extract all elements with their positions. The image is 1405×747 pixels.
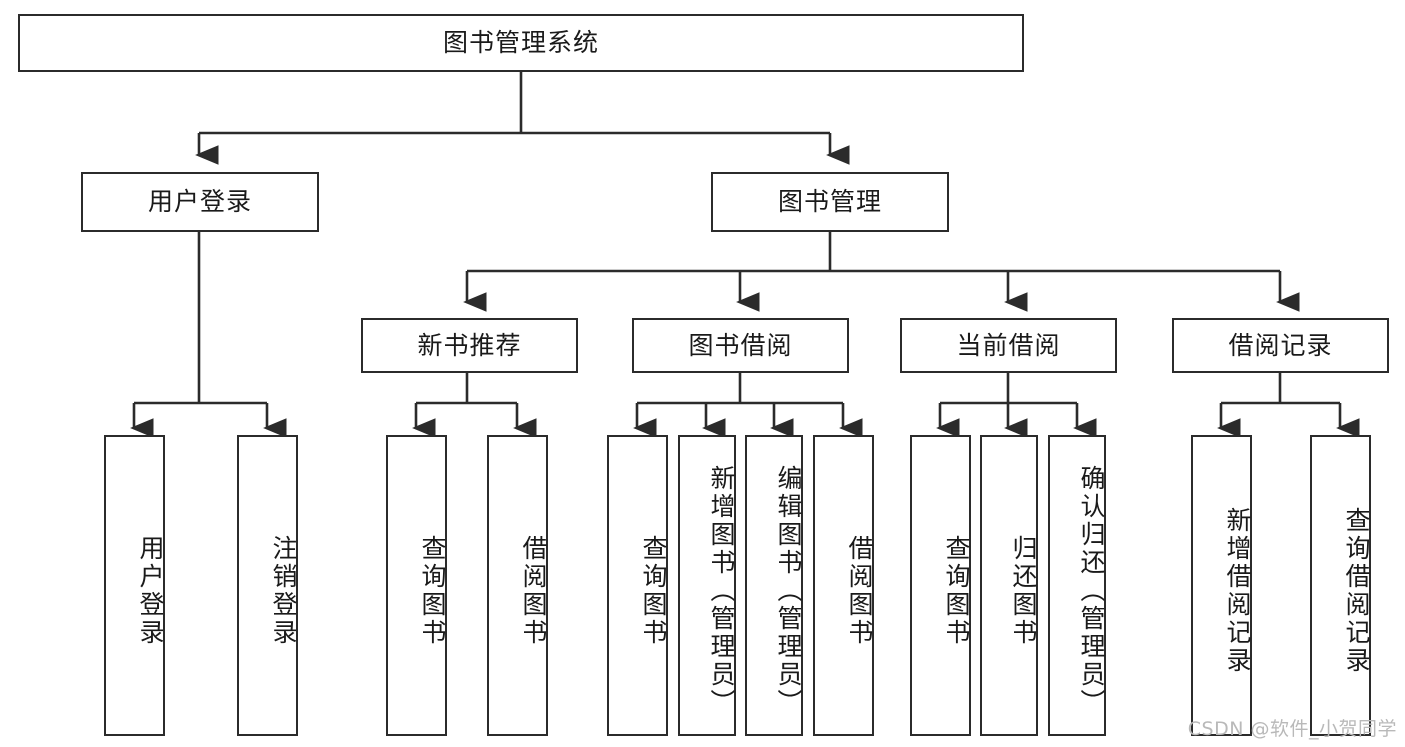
node-label: 查询图书 <box>418 534 447 647</box>
node-leaf-edit-book[interactable]: 编辑图书（管理员） <box>745 435 803 736</box>
node-label: 注销登录 <box>269 534 298 647</box>
node-leaf-add-record[interactable]: 新增借阅记录 <box>1191 435 1252 736</box>
node-label: 图书借阅 <box>688 330 793 360</box>
node-label: 借阅图书 <box>519 534 548 647</box>
node-leaf-user-login[interactable]: 用户登录 <box>104 435 165 736</box>
node-label: 新增图书（管理员） <box>707 464 736 717</box>
node-label: 图书管理系统 <box>442 28 599 58</box>
node-user-login[interactable]: 用户登录 <box>81 172 319 232</box>
node-label: 用户登录 <box>136 534 165 647</box>
node-leaf-add-book[interactable]: 新增图书（管理员） <box>678 435 736 736</box>
node-label: 当前借阅 <box>956 330 1061 360</box>
node-leaf-return-book[interactable]: 归还图书 <box>980 435 1038 736</box>
node-leaf-borrow-book-1[interactable]: 借阅图书 <box>487 435 548 736</box>
node-book-borrow[interactable]: 图书借阅 <box>632 318 849 373</box>
node-book-management[interactable]: 图书管理 <box>711 172 949 232</box>
node-leaf-query-book-3[interactable]: 查询图书 <box>910 435 971 736</box>
node-label: 查询图书 <box>942 534 971 647</box>
node-leaf-query-book-1[interactable]: 查询图书 <box>386 435 447 736</box>
node-leaf-confirm-return[interactable]: 确认归还（管理员） <box>1048 435 1106 736</box>
node-book-management-system[interactable]: 图书管理系统 <box>18 14 1024 72</box>
node-label: 新增借阅记录 <box>1223 506 1252 675</box>
node-new-book-recommend[interactable]: 新书推荐 <box>361 318 578 373</box>
node-leaf-borrow-book-2[interactable]: 借阅图书 <box>813 435 874 736</box>
node-label: 归还图书 <box>1009 534 1038 647</box>
node-label: 新书推荐 <box>417 330 522 360</box>
node-leaf-query-book-2[interactable]: 查询图书 <box>607 435 668 736</box>
node-borrow-record[interactable]: 借阅记录 <box>1172 318 1389 373</box>
csdn-watermark: CSDN @软件_小贺同学 <box>1187 718 1397 740</box>
node-leaf-query-record[interactable]: 查询借阅记录 <box>1310 435 1371 736</box>
node-current-borrow[interactable]: 当前借阅 <box>900 318 1117 373</box>
node-label: 确认归还（管理员） <box>1077 464 1106 717</box>
node-label: 借阅记录 <box>1228 330 1333 360</box>
node-label: 图书管理 <box>777 187 882 217</box>
node-label: 用户登录 <box>147 187 252 217</box>
node-label: 编辑图书（管理员） <box>774 464 803 717</box>
node-label: 查询借阅记录 <box>1342 506 1371 675</box>
node-label: 查询图书 <box>639 534 668 647</box>
node-leaf-logout-login[interactable]: 注销登录 <box>237 435 298 736</box>
node-label: 借阅图书 <box>845 534 874 647</box>
